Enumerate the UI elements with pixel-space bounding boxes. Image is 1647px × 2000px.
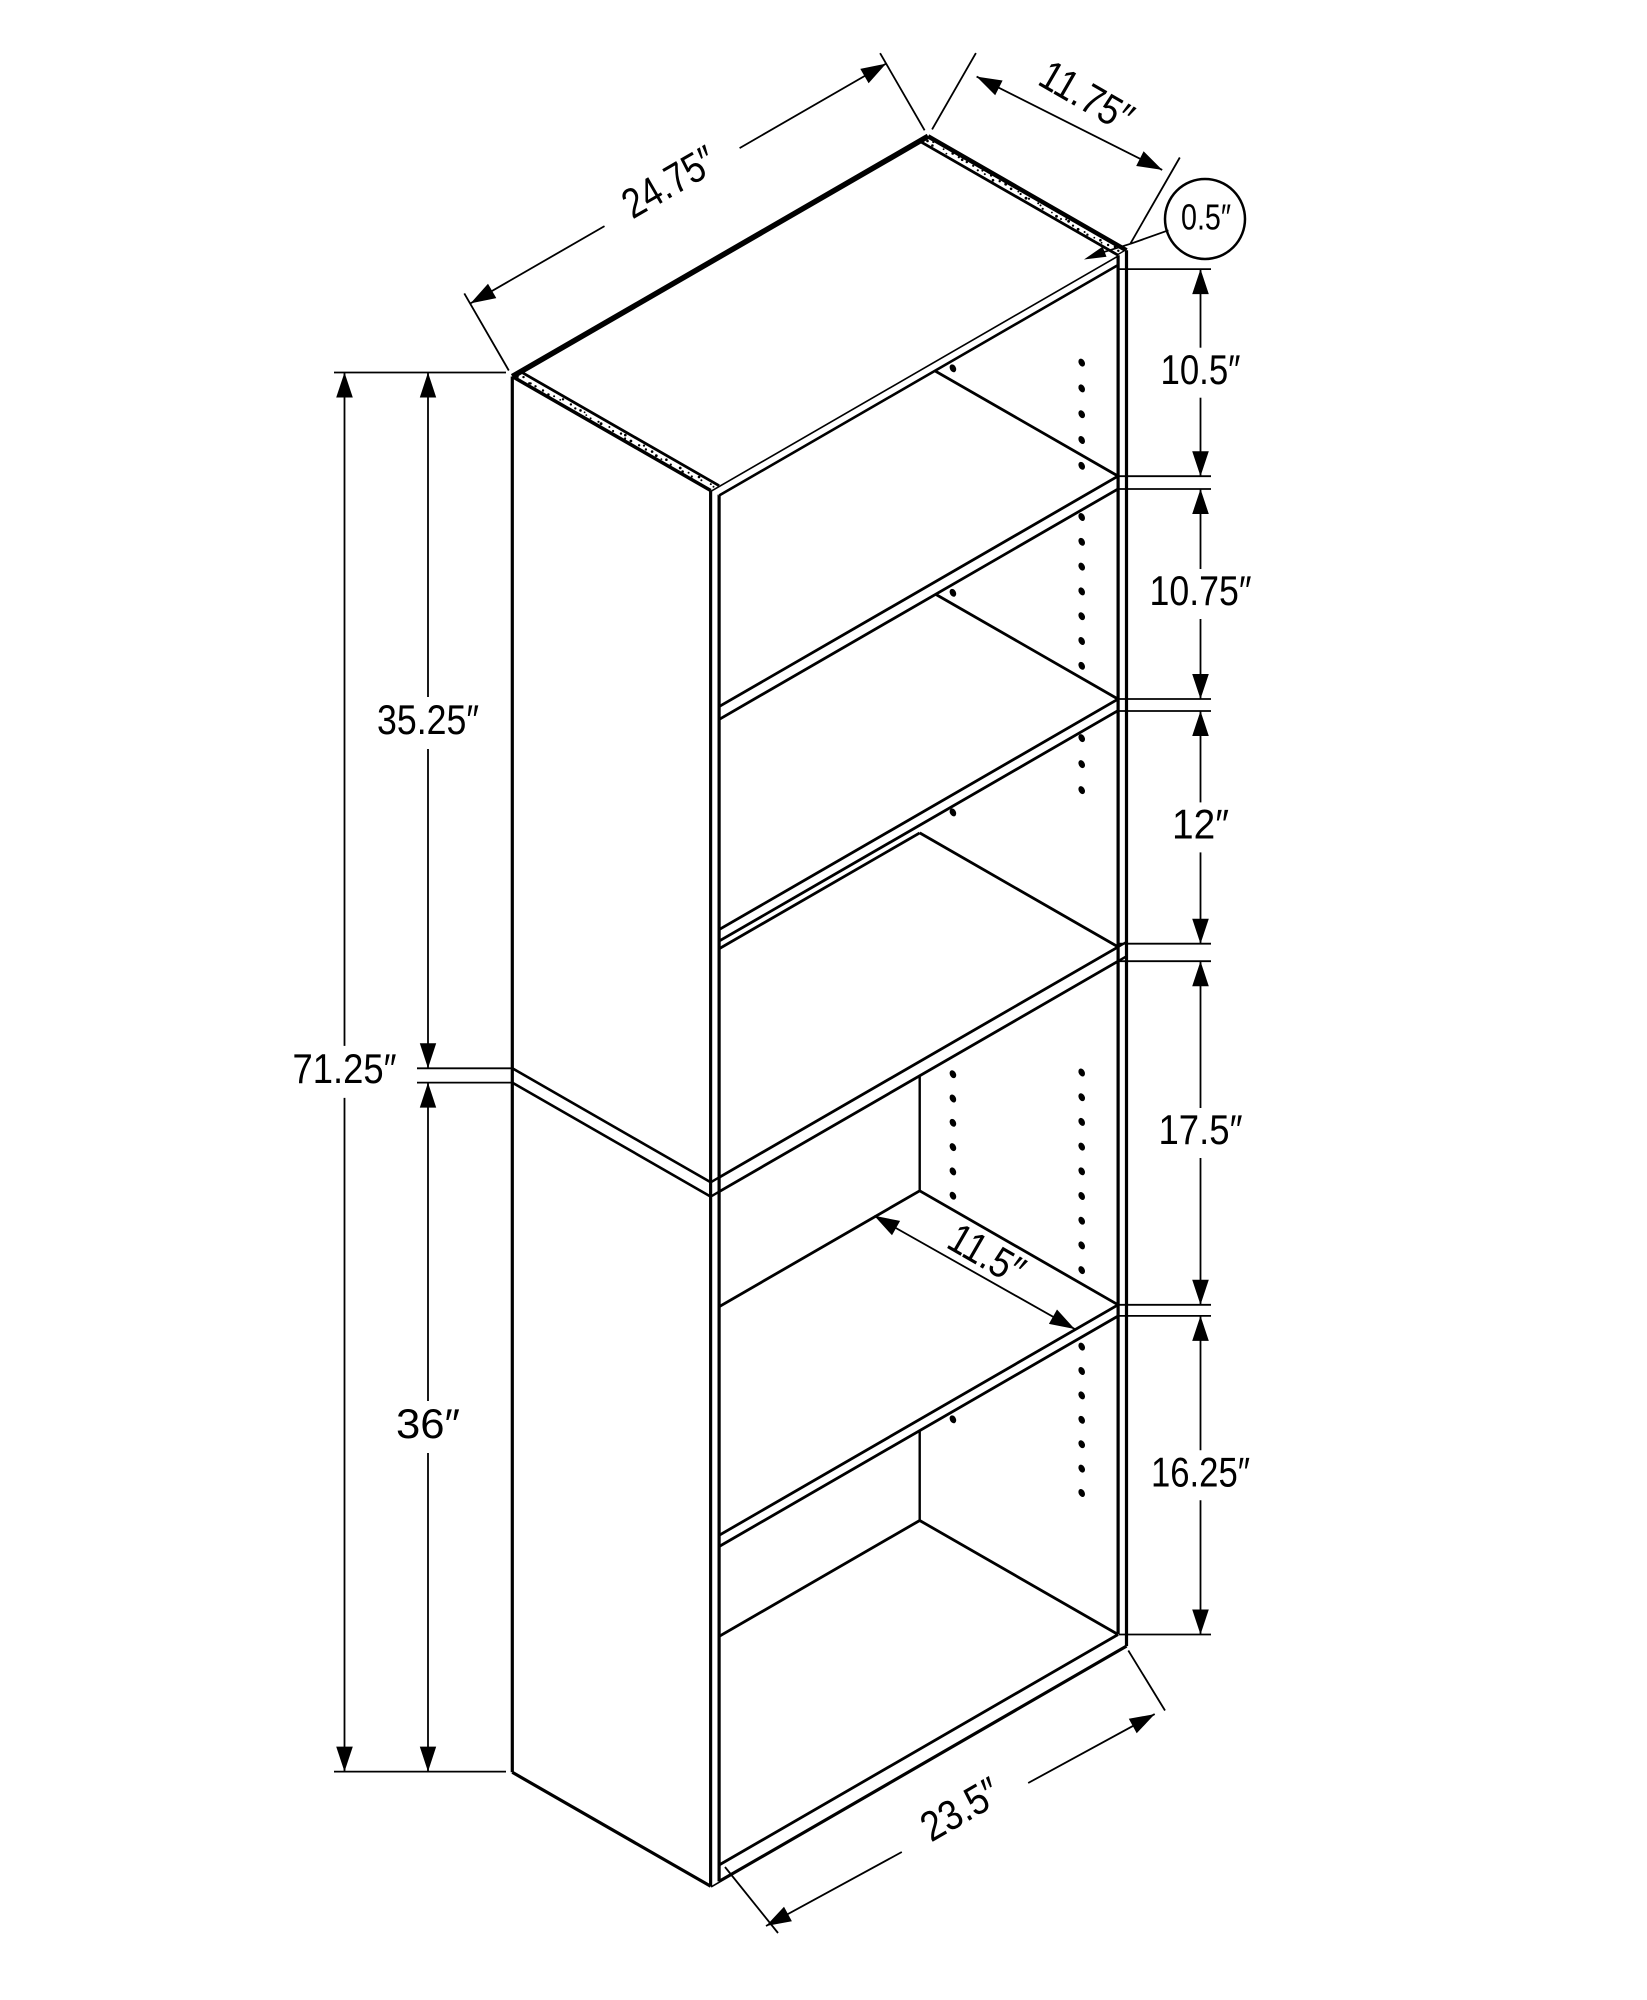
svg-text:17.5″: 17.5″ [1159,1106,1243,1153]
svg-text:10.75″: 10.75″ [1150,567,1252,614]
svg-text:12″: 12″ [1172,800,1229,847]
svg-text:0.5″: 0.5″ [1181,197,1231,238]
svg-text:16.25″: 16.25″ [1151,1448,1250,1495]
svg-text:10.5″: 10.5″ [1161,346,1241,393]
svg-text:35.25″: 35.25″ [377,696,479,743]
svg-text:71.25″: 71.25″ [293,1045,397,1092]
svg-text:36″: 36″ [396,1400,460,1447]
